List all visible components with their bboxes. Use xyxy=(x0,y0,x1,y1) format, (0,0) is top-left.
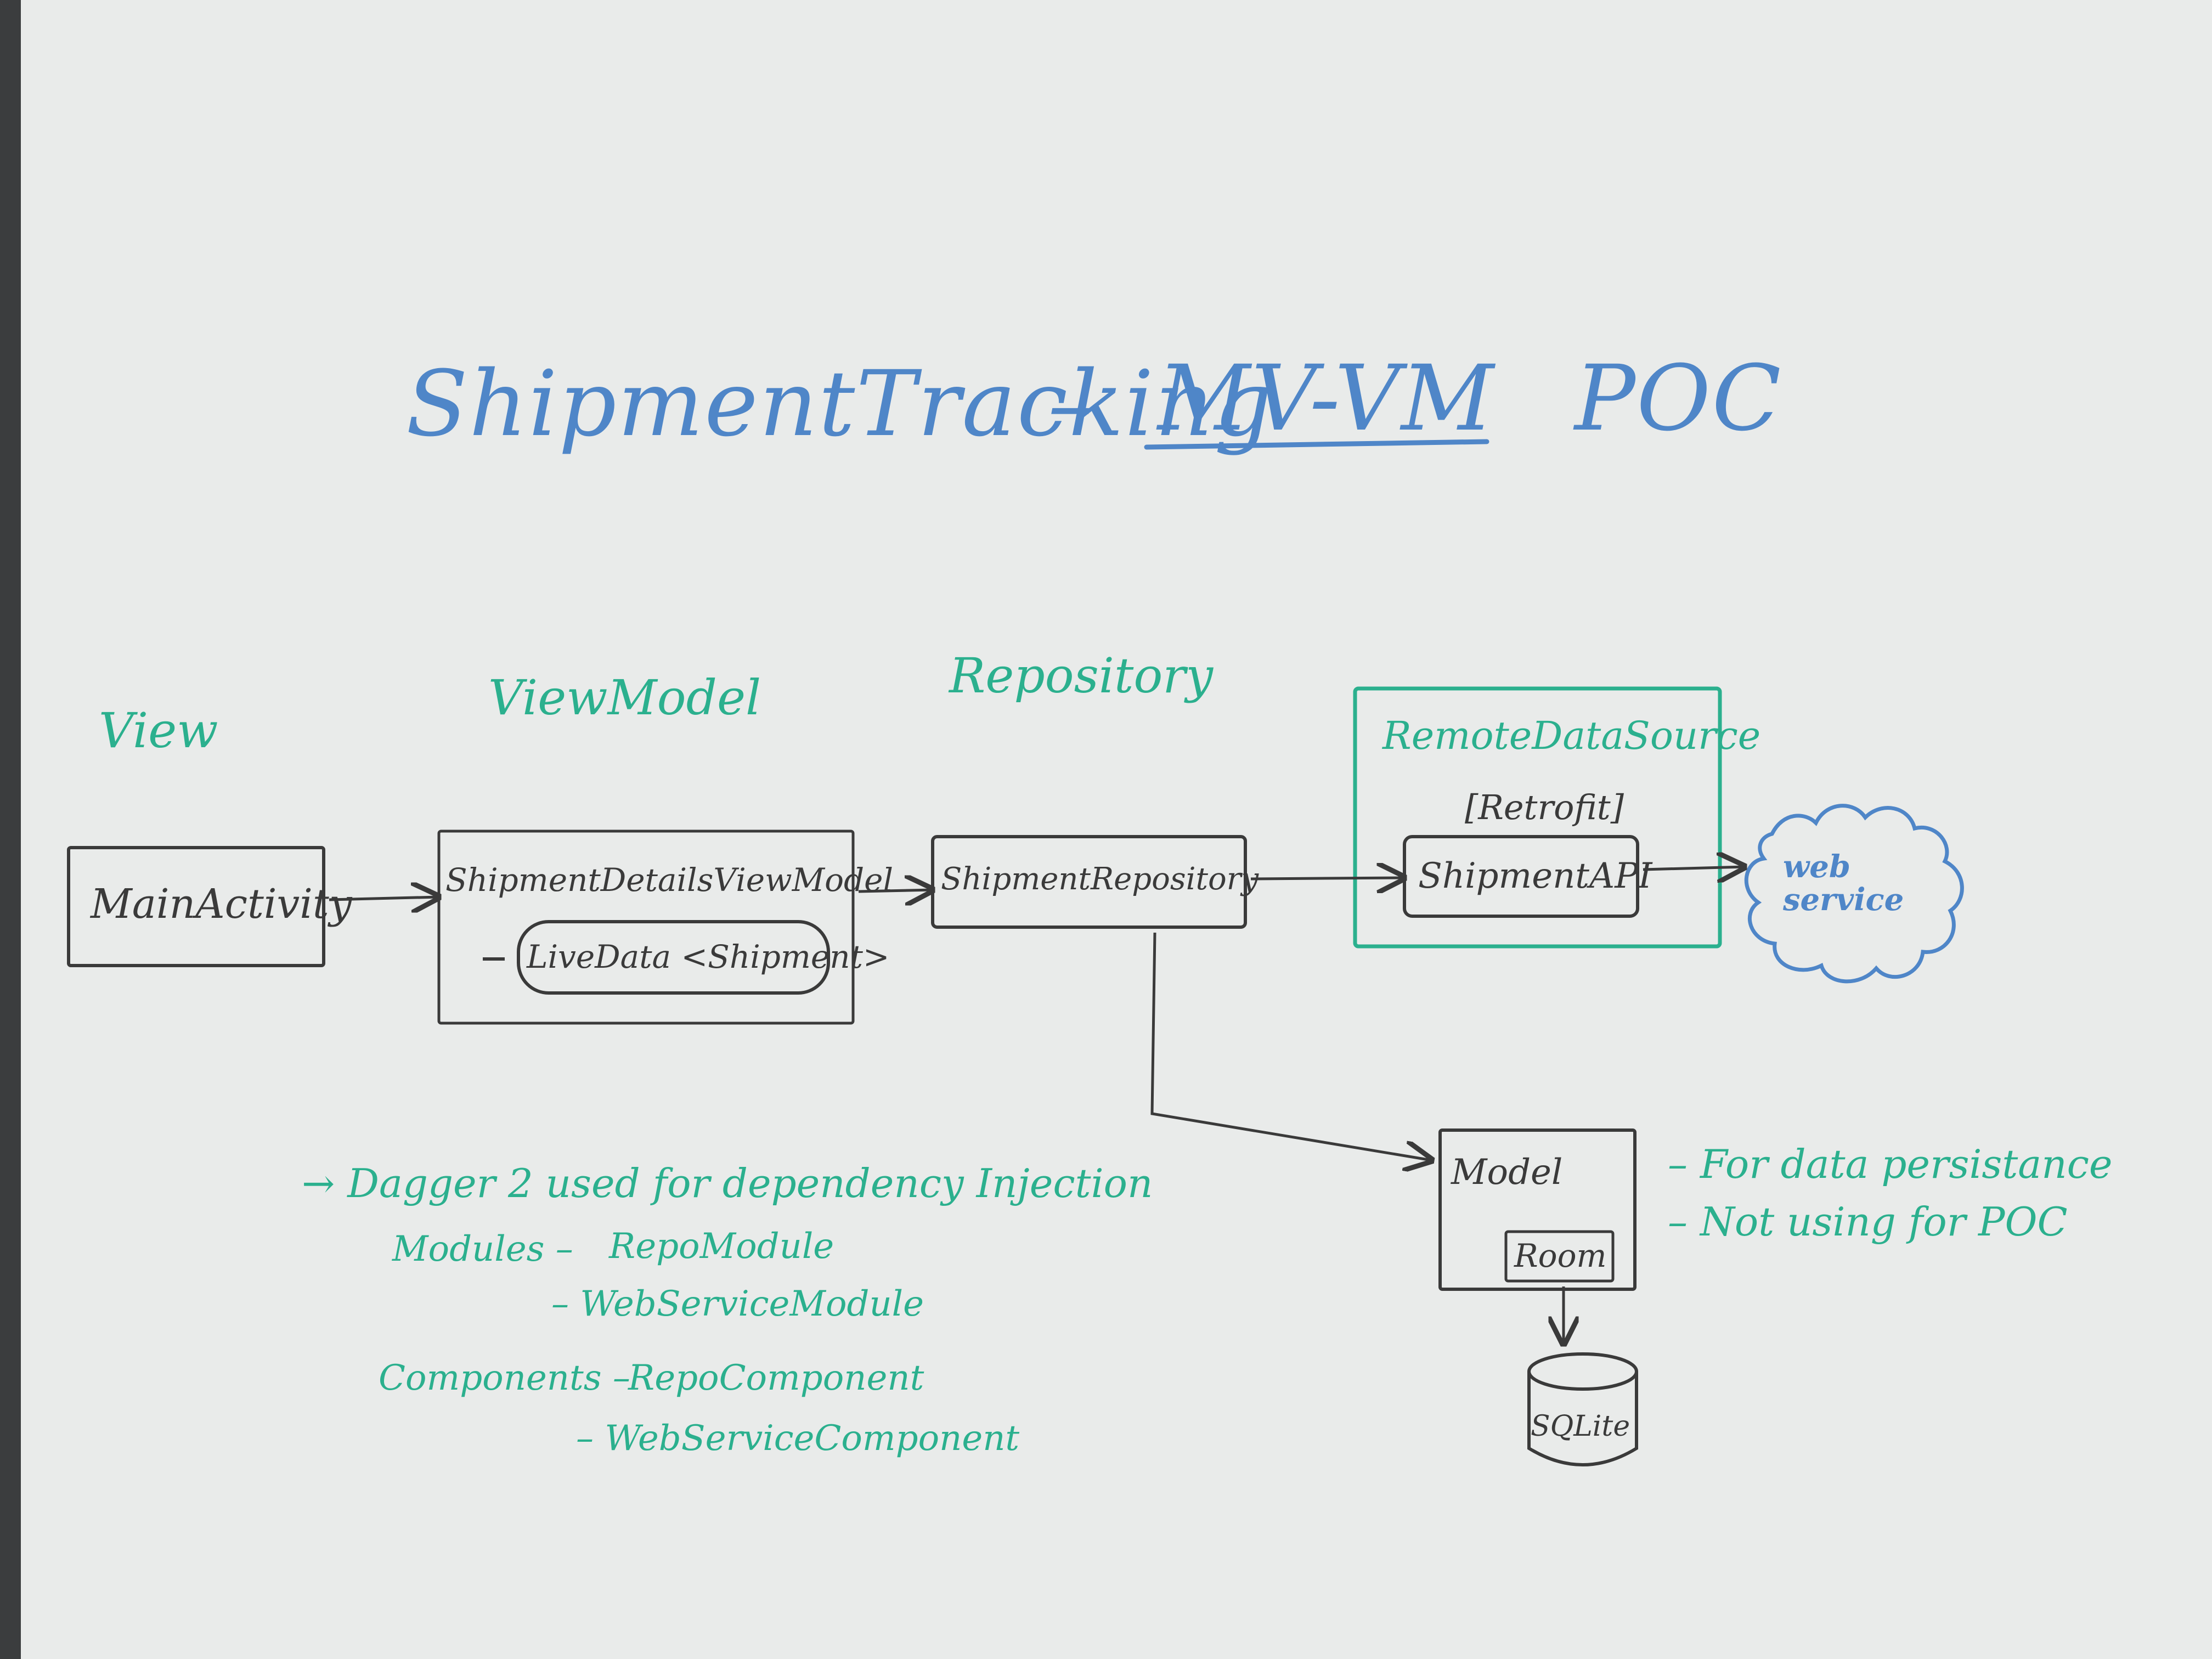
viewmodel-label: ShipmentDetailsViewModel xyxy=(445,861,894,899)
dagger-headline: → Dagger 2 used for dependency Injection xyxy=(302,1160,1153,1206)
room-label: Room xyxy=(1514,1237,1607,1274)
modules-label: Modules – xyxy=(392,1229,573,1269)
repository-label: ShipmentRepository xyxy=(941,861,1259,897)
board-frame-edge xyxy=(0,0,21,1659)
sqlite-cylinder xyxy=(1527,1352,1638,1466)
column-view: View xyxy=(99,702,218,759)
module-repo: RepoModule xyxy=(609,1226,834,1267)
title-dash: – xyxy=(1048,351,1094,456)
retrofit-label: [Retrofit] xyxy=(1465,787,1624,827)
viewmodel-box xyxy=(437,830,855,1025)
components-label: Components – xyxy=(379,1358,630,1398)
arrow-api-to-web-service xyxy=(1643,867,1745,870)
model-note-persistence: – For data persistance xyxy=(1668,1141,2113,1187)
column-repository: Repository xyxy=(949,647,1214,704)
model-note-not-used: – Not using for POC xyxy=(1668,1199,2068,1245)
web-service-label: web service xyxy=(1783,849,1904,918)
module-webservice: – WebServiceModule xyxy=(551,1284,924,1324)
sqlite-label: SQLite xyxy=(1531,1410,1630,1443)
title-main: ShipmentTracking xyxy=(406,351,1273,456)
column-viewmodel: ViewModel xyxy=(488,669,761,726)
model-label: Model xyxy=(1451,1152,1563,1193)
arrow-repository-to-api xyxy=(1250,878,1404,879)
livedata-label: LiveData <Shipment> xyxy=(527,938,890,975)
title-pattern: MV-VM xyxy=(1158,346,1495,451)
arrow-repository-to-model xyxy=(1150,932,1432,1160)
component-webservice: – WebServiceComponent xyxy=(576,1418,1020,1459)
api-label: ShipmentAPI xyxy=(1418,856,1652,896)
main-activity-label: MainActivity xyxy=(91,881,352,928)
component-repo: RepoComponent xyxy=(628,1358,924,1398)
column-remote: RemoteDataSource xyxy=(1383,713,1761,758)
title-suffix: POC xyxy=(1575,346,1782,451)
